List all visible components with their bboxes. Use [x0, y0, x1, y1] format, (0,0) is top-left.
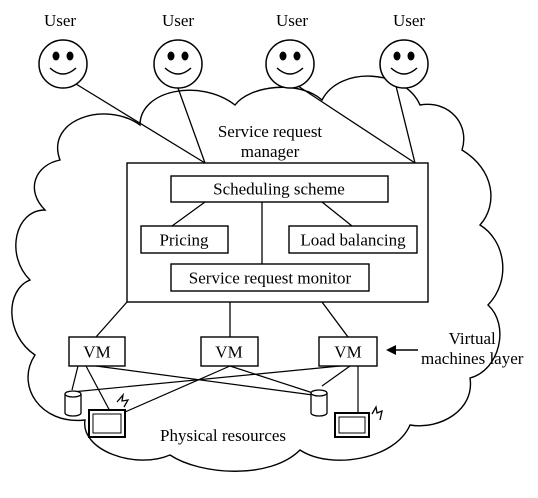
service-request-monitor-label: Service request monitor	[188, 268, 352, 288]
user-label-2: User	[161, 11, 195, 30]
vm-label-3: VM	[334, 342, 362, 362]
user-label-3: User	[275, 11, 309, 30]
user-label-1: User	[43, 11, 77, 30]
service-request-manager-line-1: Service request	[217, 122, 323, 141]
database-icon-2	[310, 389, 328, 417]
vm-box-2	[200, 336, 259, 367]
user-label-4: User	[392, 11, 426, 30]
pricing-box	[140, 225, 229, 254]
physical-resources-label: Physical resources	[160, 426, 287, 445]
vm-layer-line-2: machines layer	[421, 348, 524, 368]
load-balancing-box	[288, 225, 418, 254]
service-request-manager-title: Service request manager	[218, 122, 322, 161]
vm-label-2: VM	[215, 342, 243, 362]
virtual-machines-layer-label: Virtual machines layer	[421, 329, 523, 368]
service-request-monitor-box	[170, 263, 370, 292]
user-face-1	[38, 39, 88, 89]
scheduling-scheme-box	[170, 175, 389, 203]
pricing-label: Pricing	[159, 230, 209, 250]
load-balancing-label: Load balancing	[300, 230, 406, 250]
user-face-4	[379, 39, 429, 89]
service-request-manager-line-2: manager	[240, 141, 300, 161]
vm-box-1	[68, 336, 126, 367]
vm-layer-line-1: Virtual	[448, 329, 496, 348]
vm-box-3	[318, 336, 378, 367]
manager-vm-links	[95, 301, 349, 338]
manager-internal-links	[171, 201, 353, 264]
vm-label-1: VM	[83, 342, 111, 362]
computer-icon-1	[88, 392, 130, 438]
scheduling-scheme-label: Scheduling scheme	[213, 179, 345, 199]
vm-resource-links	[71, 365, 359, 416]
user-face-2	[153, 39, 203, 89]
vm-layer-arrow	[386, 345, 418, 355]
user-face-3	[265, 39, 315, 89]
user-links	[75, 83, 416, 164]
computer-icon-2	[334, 405, 383, 438]
database-icon-1	[64, 390, 82, 417]
